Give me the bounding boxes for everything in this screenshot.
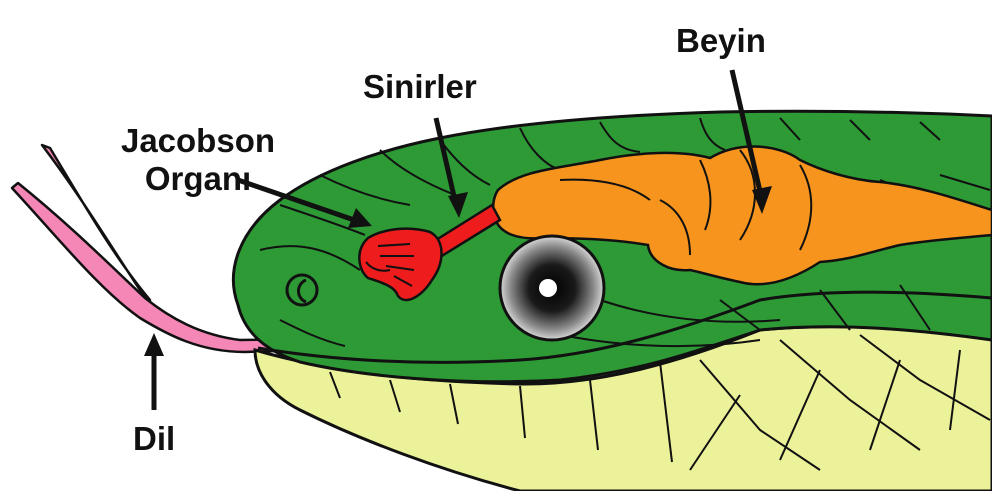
arrow-to-jacobson-organ — [237, 177, 372, 228]
jacobson-organ-label: Jacobson Organı — [108, 122, 288, 198]
mouth-line — [257, 290, 992, 364]
jacobson-label-line2: Organı — [144, 160, 252, 197]
jacobson-organ — [358, 227, 443, 302]
jacobson-label-line1: Jacobson — [120, 122, 276, 159]
brain-folds — [559, 149, 813, 256]
nerves-label: Sinirler — [363, 68, 477, 105]
arrow-to-nerves — [433, 117, 468, 218]
brain — [491, 145, 992, 286]
tongue-label: Dil — [133, 420, 176, 457]
arrow-to-brain — [729, 69, 772, 214]
nostril — [285, 273, 319, 307]
eye — [498, 234, 606, 342]
belly-scales — [329, 334, 991, 471]
arrow-to-tongue — [144, 333, 164, 410]
brain-label: Beyin — [676, 22, 766, 59]
